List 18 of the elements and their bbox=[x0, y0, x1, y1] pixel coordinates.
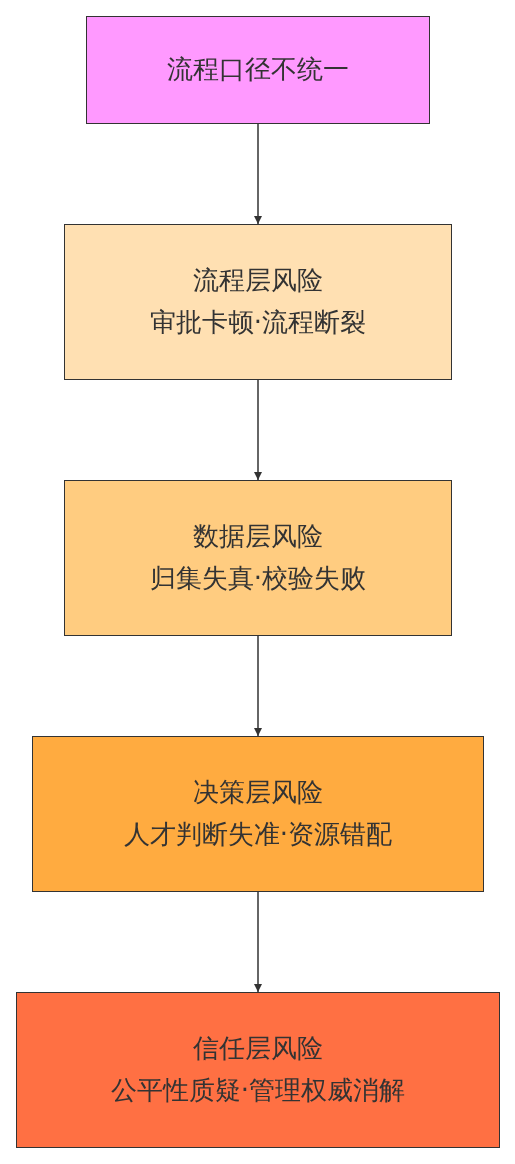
box-title: 数据层风险 bbox=[193, 520, 323, 554]
process-box bbox=[64, 480, 452, 636]
process-box bbox=[86, 16, 430, 124]
box-text: 人才判断失准·资源错配 bbox=[123, 818, 393, 851]
box-text: 审批卡顿·流程断裂 bbox=[149, 306, 367, 339]
process-box bbox=[64, 224, 452, 380]
arrow bbox=[254, 891, 262, 993]
box-title: 流程层风险 bbox=[193, 264, 323, 298]
arrow bbox=[254, 379, 262, 481]
box-title: 决策层风险 bbox=[193, 776, 323, 810]
box-text: 公平性质疑·管理权威消解 bbox=[110, 1074, 406, 1107]
box-title: 信任层风险 bbox=[193, 1032, 323, 1066]
box-title: 流程口径不统一 bbox=[167, 53, 349, 87]
process-box bbox=[16, 992, 500, 1148]
arrow bbox=[254, 123, 262, 225]
process-box bbox=[32, 736, 484, 892]
arrow bbox=[254, 635, 262, 737]
box-text: 归集失真·校验失败 bbox=[149, 562, 367, 595]
